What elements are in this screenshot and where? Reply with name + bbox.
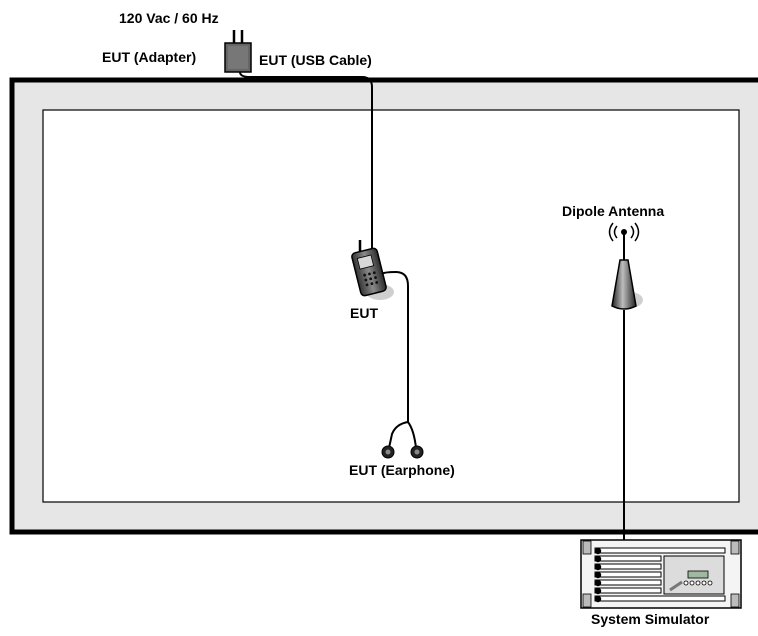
antenna-icon: [608, 222, 643, 310]
earphone-icon: [381, 445, 424, 459]
earphone-split-line: [388, 421, 417, 449]
dipole-antenna-label: Dipole Antenna: [562, 203, 664, 219]
adapter-icon: [224, 42, 252, 73]
eut-label: EUT: [350, 305, 378, 321]
adapter-label: EUT (Adapter): [102, 49, 196, 65]
system-simulator-icon: [580, 539, 742, 609]
earphone-label: EUT (Earphone): [349, 462, 455, 478]
power-label: 120 Vac / 60 Hz: [119, 10, 219, 26]
usb-cable-line: [239, 71, 373, 250]
earphone-cable-line: [381, 270, 409, 422]
usb-cable-label: EUT (USB Cable): [259, 52, 372, 68]
phone-icon: [351, 240, 394, 300]
plug-prongs: [232, 30, 244, 44]
system-simulator-label: System Simulator: [591, 611, 710, 627]
